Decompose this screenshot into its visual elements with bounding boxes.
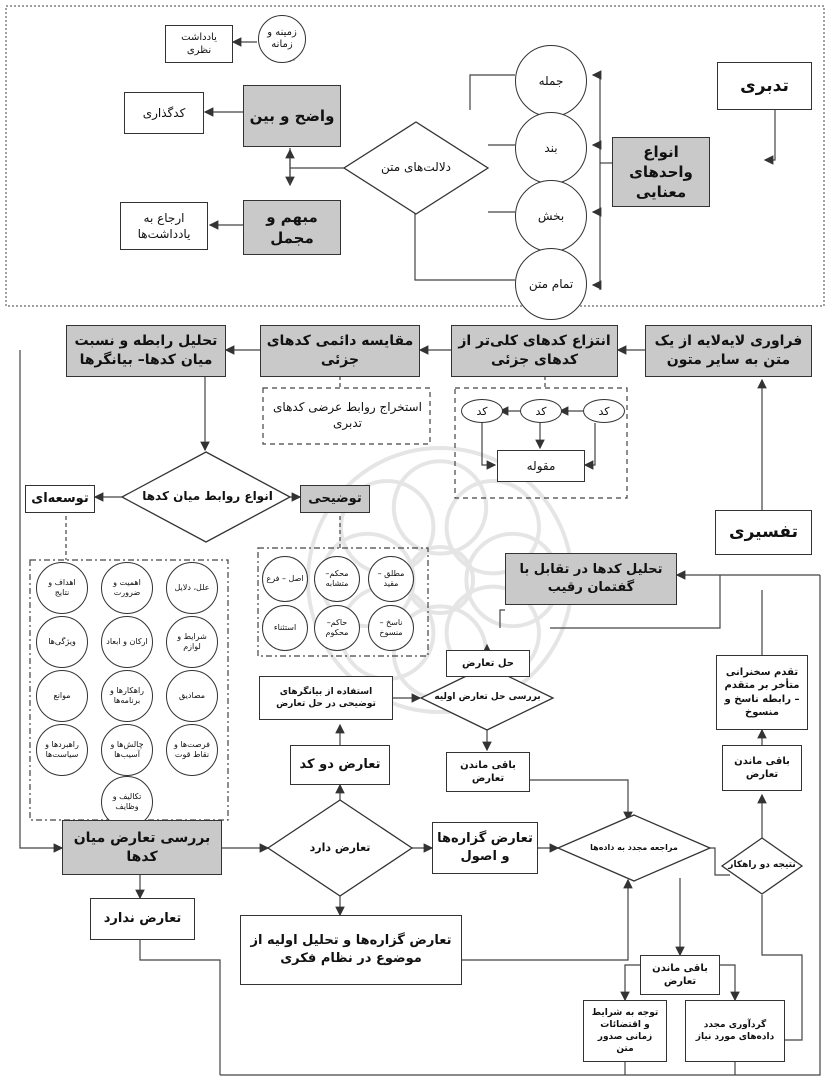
tahlil-rabete-box: تحلیل رابطه و نسبت میان کدها– بیانگرها	[66, 325, 226, 377]
entezae-box: انتزاع کدهای کلی‌تر از کدهای جزئی	[451, 325, 618, 377]
tosee-item-7: مصادیق	[166, 670, 218, 722]
estefade-box: استفاده از بیانگرهای توضیحی در حل تعارض	[259, 676, 393, 720]
dalalat-diamond-label: دلالت‌های متن	[381, 160, 452, 175]
tozihi-box: توضیحی	[300, 485, 370, 513]
taaroz-gozare-tahlil-box: تعارض گزاره‌ها و تحلیل اولیه از موضوع در…	[240, 915, 462, 985]
taghaddom-box: تقدم سخنرانی متأخر بر متقدم – رابطه ناسخ…	[716, 655, 808, 730]
barresi-hal-label: بررسی حل تعارض اولیه	[434, 692, 541, 703]
taaroz-darad-label: تعارض دارد	[309, 840, 371, 854]
tosee-item-5: ارکان و ابعاد	[101, 616, 153, 668]
tosee-item-10: فرصت‌ها و نقاط قوت	[166, 724, 218, 776]
vazeh-box: واضح و بین	[243, 85, 341, 147]
hal-taaroz-box: حل تعارض	[446, 650, 530, 677]
tamam-matn-circle: تمام متن	[515, 248, 587, 320]
gerdavari-box: گردآوری مجدد داده‌های مورد نیاز	[685, 1000, 785, 1062]
tahlil-raghib-box: تحلیل کدها در تقابل با گفتمان رقیب	[505, 553, 677, 605]
tosee-item-12: راهبردها و سیاست‌ها	[36, 724, 88, 776]
tosee-item-3: اهداف و نتایج	[36, 562, 88, 614]
maghule-box: مقوله	[497, 450, 585, 482]
tafsiri-box: تفسیری	[715, 510, 812, 555]
baghi1-box: باقی ماندن تعارض	[446, 752, 530, 792]
kodgozari-box: کدگذاری	[124, 92, 204, 134]
taaroz-do-kod-box: تعارض دو کد	[290, 745, 390, 785]
tosee-item-13: تکالیف و وظایف	[101, 776, 153, 828]
estekhraj-label: استخراج روابط عرضی کدهای تدبری	[273, 400, 422, 430]
faravari-box: فراوری لایه‌لایه از یک متن به سایر متون	[645, 325, 812, 377]
tosee-item-8: راهکارها و برنامه‌ها	[101, 670, 153, 722]
tozihi-item-5: حاکم– محکوم	[314, 605, 360, 651]
tosee-item-6: ویژگی‌ها	[36, 616, 88, 668]
taaroz-nadarad-box: تعارض ندارد	[90, 898, 195, 940]
barresi-taaroz-box: بررسی تعارض میان کدها	[62, 820, 222, 875]
tosee-item-2: اهمیت و ضرورت	[101, 562, 153, 614]
erja-box: ارجاع به یادداشت‌ها	[120, 202, 208, 250]
tozihi-item-4: ناسخ – منسوخ	[368, 605, 414, 651]
baghi2-box: باقی ماندن تعارض	[722, 745, 802, 791]
tosee-item-4: شرایط و لوازم	[166, 616, 218, 668]
tozihi-item-2: محکم– متشابه	[314, 556, 360, 602]
baghi3-box: باقی ماندن تعارض	[640, 955, 720, 995]
tozihi-item-3: اصل – فرع	[262, 556, 308, 602]
tosee-item-1: علل، دلایل	[166, 562, 218, 614]
band-circle: بند	[515, 112, 587, 184]
kod-pill-1: کد	[583, 399, 625, 423]
moraje-label: مراجعه مجدد به داده‌ها	[590, 842, 678, 852]
moghayese-box: مقایسه دائمی کدهای جزئی	[260, 325, 420, 377]
natije-label: نتیجه دو راهکار	[728, 860, 796, 871]
tozihi-item-1: مطلق – مقید	[368, 556, 414, 602]
taaroz-gozare-box: تعارض گزاره‌ها و اصول	[432, 822, 538, 874]
tavajjoh-box: توجه به شرایط و اقتضائات زمانی صدور متن	[583, 1000, 667, 1062]
tosee-item-9: موانع	[36, 670, 88, 722]
tozihi-item-6: استثناء	[262, 605, 308, 651]
kod-pill-2: کد	[520, 399, 562, 423]
tadabbori-box: تدبری	[717, 62, 812, 110]
jomle-circle: جمله	[515, 45, 587, 117]
anvae-vahedha-box: انواع واحدهای معنایی	[612, 137, 710, 207]
mobham-box: مبهم و مجمل	[243, 200, 341, 255]
yaddasht-nazari-box: یادداشت نظری	[165, 25, 233, 63]
tosee-box: توسعه‌ای	[25, 485, 95, 513]
bakhsh-circle: بخش	[515, 180, 587, 252]
zamine-circle: زمینه و زمانه	[258, 15, 306, 63]
anvae-ravabet-label: انواع روابط میان کدها	[142, 489, 273, 504]
tosee-item-11: چالش‌ها و آسیب‌ها	[101, 724, 153, 776]
kod-pill-3: کد	[461, 399, 503, 423]
